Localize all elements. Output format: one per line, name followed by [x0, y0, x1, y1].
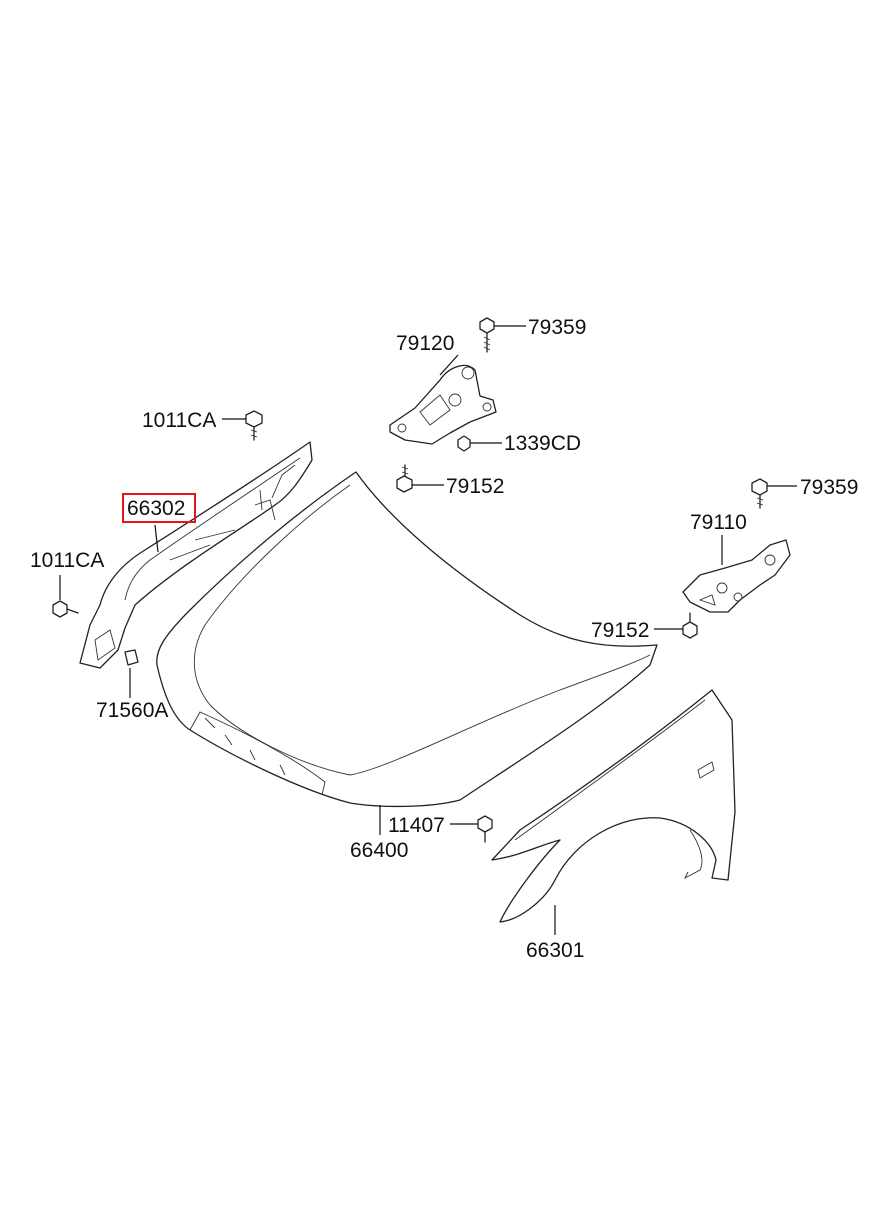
label-1011CA-top: 1011CA [142, 409, 216, 432]
label-79152-top: 79152 [446, 475, 504, 498]
label-79120: 79120 [396, 332, 454, 355]
hood-hinge-left[interactable] [389, 364, 497, 445]
bolt-1011CA-top[interactable] [245, 410, 263, 441]
hood-hinge-right[interactable] [682, 539, 791, 613]
cowl-top-panel[interactable] [79, 441, 313, 669]
hood-panel[interactable] [156, 471, 658, 808]
bolt-79152-right[interactable] [682, 612, 698, 639]
highlight-box [122, 493, 196, 523]
nut-1339CD[interactable] [457, 435, 471, 452]
label-66301: 66301 [526, 939, 584, 962]
label-66302: 66302 [127, 497, 185, 520]
label-79110: 79110 [690, 511, 747, 534]
bolt-79359-top[interactable] [479, 317, 495, 353]
bolt-79359-right[interactable] [751, 478, 768, 509]
label-11407: 11407 [388, 814, 445, 837]
clip-71560A[interactable] [124, 649, 139, 666]
label-79359-top: 79359 [528, 316, 586, 339]
label-1339CD: 1339CD [504, 432, 581, 455]
bolt-79152-top[interactable] [396, 464, 413, 493]
bolt-11407[interactable] [477, 815, 493, 843]
bolt-1011CA-left[interactable] [52, 600, 79, 618]
label-79152-right: 79152 [591, 619, 649, 642]
label-66400: 66400 [350, 839, 408, 862]
front-fender[interactable] [491, 689, 736, 923]
label-79359-right: 79359 [800, 476, 858, 499]
label-1011CA-left: 1011CA [30, 549, 104, 572]
label-71560A: 71560A [96, 699, 168, 722]
leader-lines [59, 325, 797, 935]
